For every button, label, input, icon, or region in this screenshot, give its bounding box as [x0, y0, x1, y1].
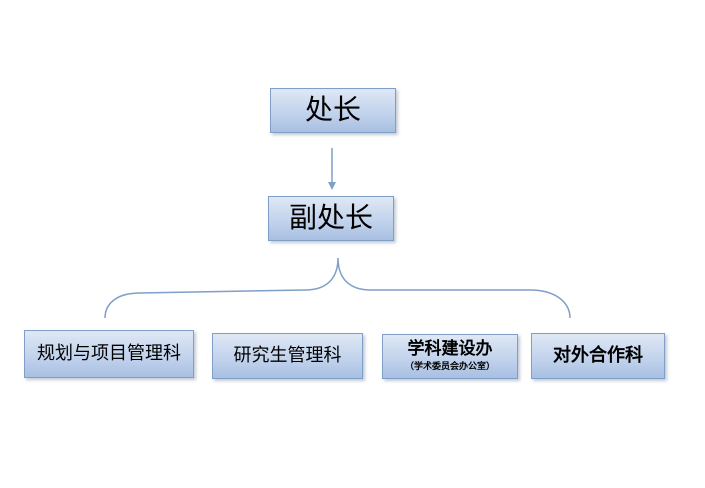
foreign-dept-label: 对外合作科 [553, 345, 643, 367]
planning-dept-box: 规划与项目管理科 [24, 330, 194, 378]
planning-dept-label: 规划与项目管理科 [37, 343, 181, 365]
deputy-box: 副处长 [268, 196, 394, 241]
graduate-dept-label: 研究生管理科 [233, 345, 342, 367]
chief-box: 处长 [270, 88, 396, 133]
chief-label: 处长 [304, 93, 361, 127]
graduate-dept-box: 研究生管理科 [212, 333, 363, 379]
deputy-to-departments-brace [104, 257, 571, 319]
foreign-dept-box: 对外合作科 [531, 333, 665, 379]
discipline-office-sublabel: （学术委员会办公室） [404, 361, 495, 372]
deputy-label: 副处长 [288, 201, 373, 235]
discipline-office-label: 学科建设办 [407, 339, 493, 360]
discipline-office-box: 学科建设办 （学术委员会办公室） [382, 334, 518, 379]
